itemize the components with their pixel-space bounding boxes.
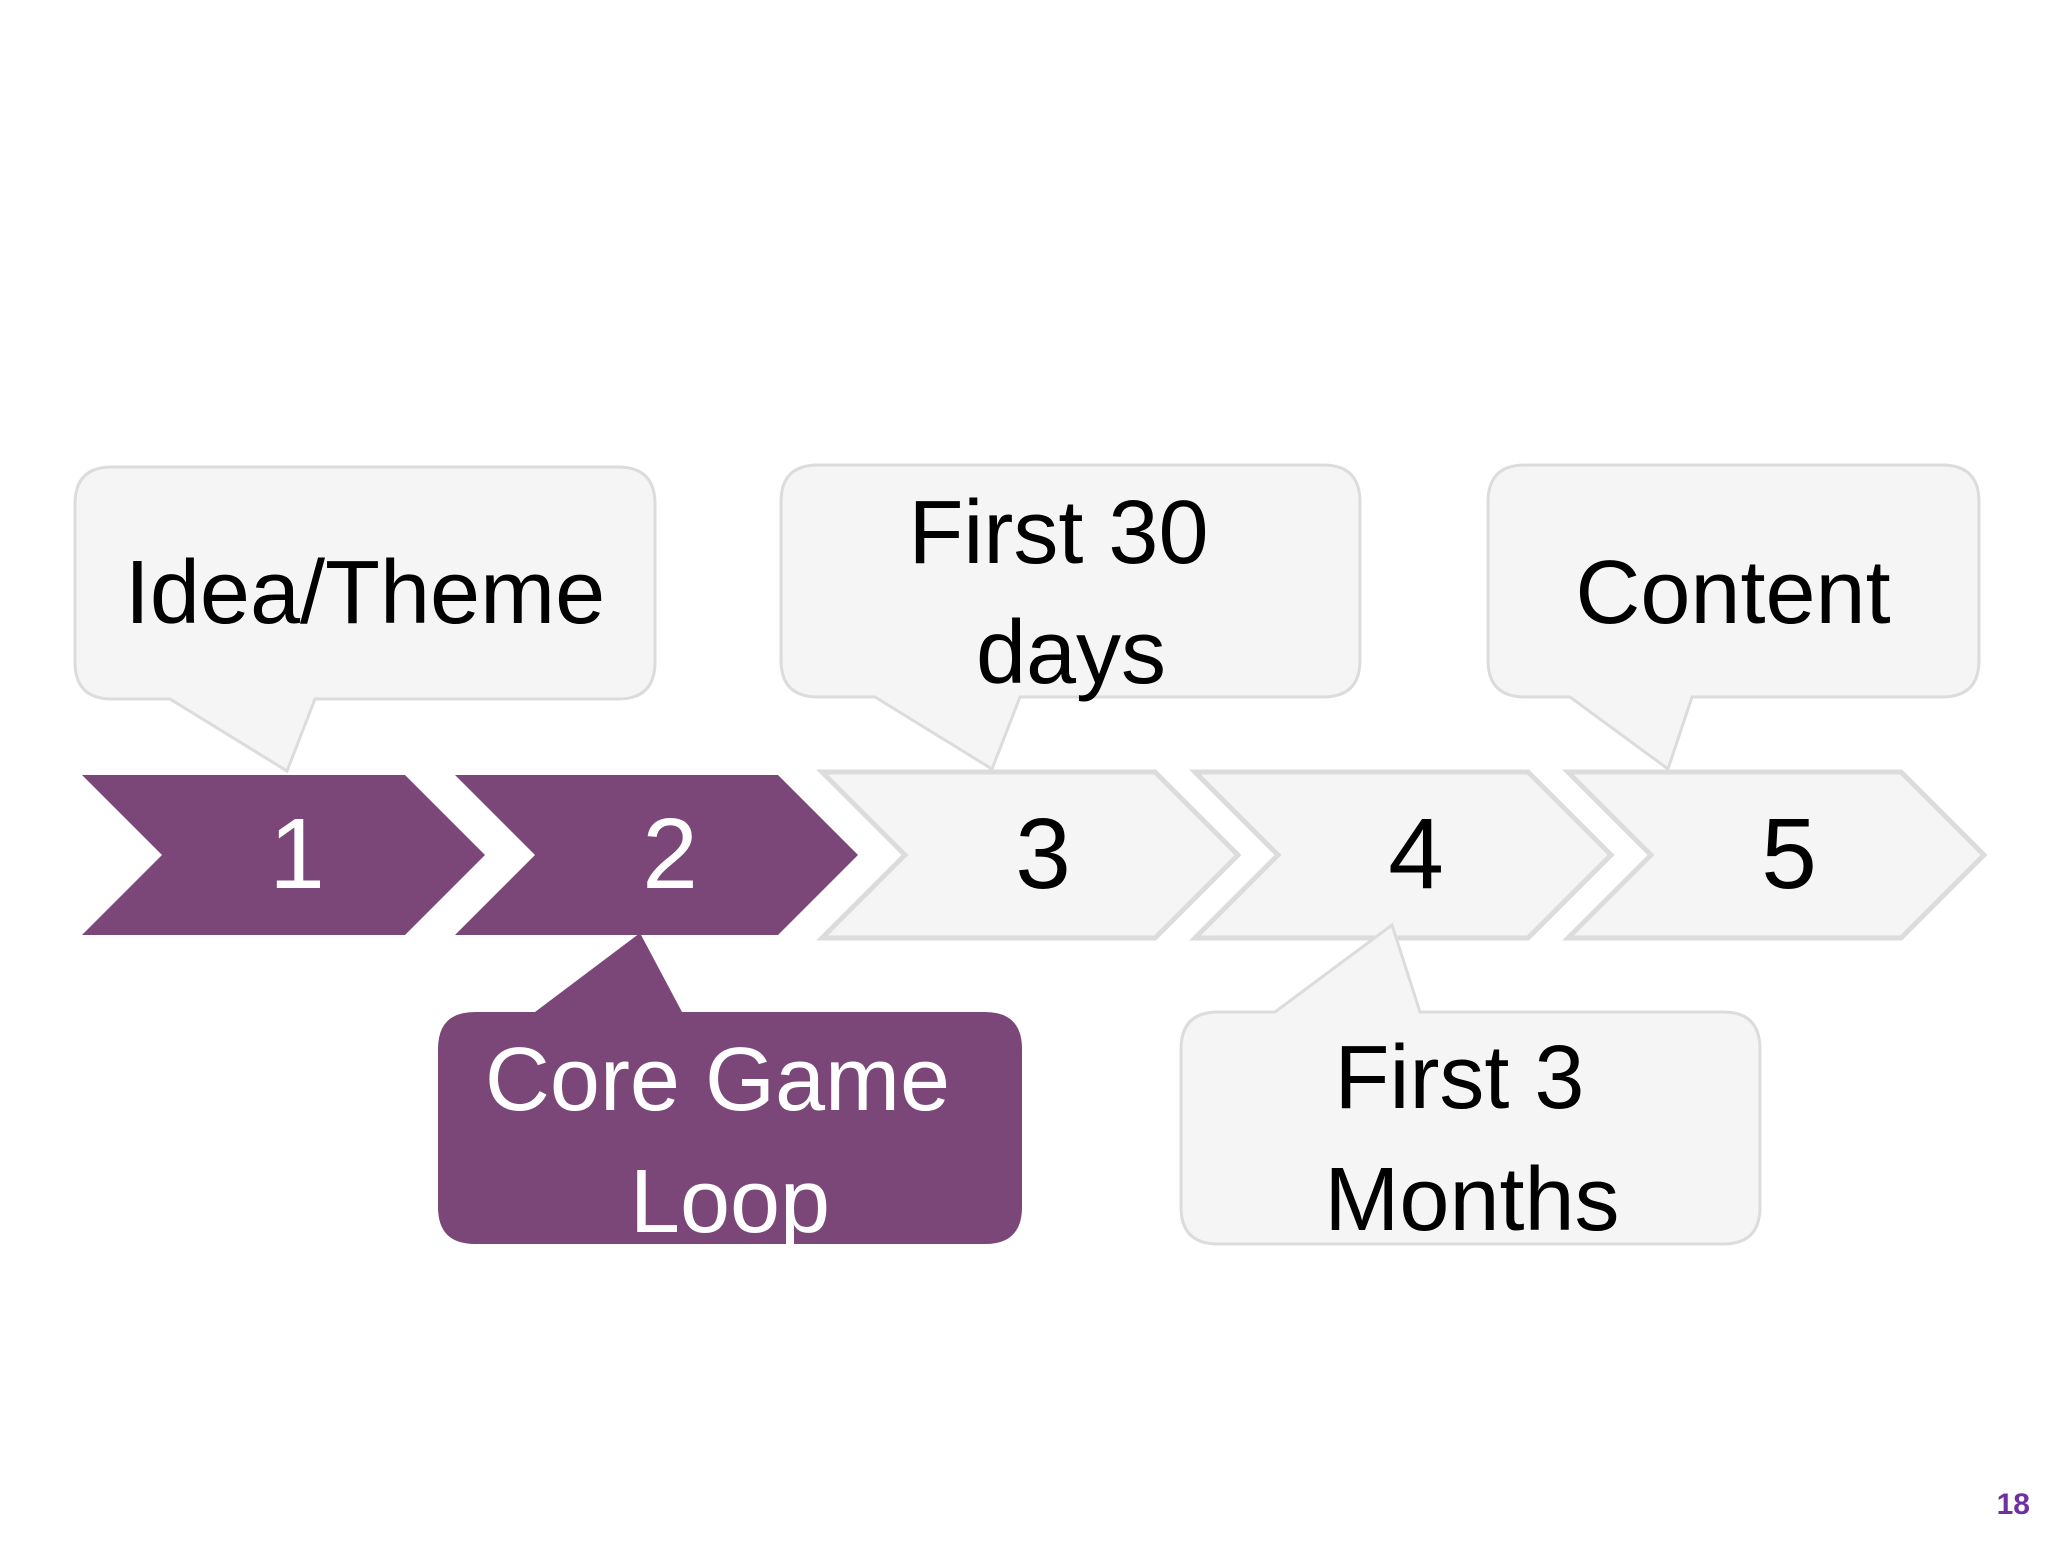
chevron-row: 1 2 3 4 5 <box>82 769 1988 941</box>
chevron-step-4: 4 <box>1188 769 1615 941</box>
callout-line: days <box>976 603 1166 703</box>
chevron-shape <box>82 775 485 935</box>
callout-shape <box>73 465 657 774</box>
callout-label: First 3 Months <box>1324 1028 1619 1250</box>
step-number: 2 <box>642 798 698 910</box>
callout-shape <box>1179 922 1762 1246</box>
chevron-step-3: 3 <box>815 769 1242 941</box>
chevron-shape <box>1188 769 1615 941</box>
callout-content: Content <box>1486 463 1981 772</box>
callout-line: Core Game <box>485 1030 950 1130</box>
callout-shape <box>1486 463 1981 772</box>
page-number: 18 <box>1996 1488 2030 1521</box>
callout-line: Months <box>1324 1150 1619 1250</box>
callout-line: First 3 <box>1334 1028 1584 1128</box>
callout-label: Content <box>1575 543 1890 643</box>
chevron-step-5: 5 <box>1561 769 1988 941</box>
callout-first-3-months: First 3 Months <box>1179 922 1762 1250</box>
callout-core-game-loop: Core Game Loop <box>438 933 1022 1252</box>
callout-shape <box>779 463 1362 772</box>
callout-label: First 30 days <box>908 483 1233 703</box>
step-number: 1 <box>269 798 325 910</box>
callout-shape <box>438 933 1022 1244</box>
chevron-shape <box>815 769 1242 941</box>
callout-first-30-days: First 30 days <box>779 463 1362 772</box>
chevron-shape <box>455 775 858 935</box>
step-number: 5 <box>1761 798 1817 910</box>
callout-label: Core Game Loop <box>485 1030 975 1252</box>
chevron-shape <box>1561 769 1988 941</box>
callout-line: First 30 <box>908 483 1208 583</box>
step-number: 4 <box>1388 798 1444 910</box>
callout-label: Idea/Theme <box>125 543 605 643</box>
callout-line: Idea/Theme <box>125 543 605 643</box>
step-number: 3 <box>1015 798 1071 910</box>
chevron-step-2: 2 <box>455 775 858 935</box>
callout-line: Loop <box>630 1152 830 1252</box>
callout-line: Content <box>1575 543 1890 643</box>
chevron-step-1: 1 <box>82 775 485 935</box>
callout-idea-theme: Idea/Theme <box>73 465 657 774</box>
